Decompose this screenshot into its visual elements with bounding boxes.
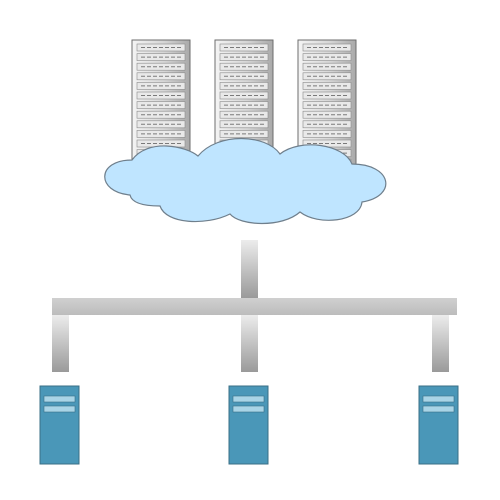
tower-computer-icon: [39, 385, 80, 465]
trunk-cable: [241, 240, 258, 298]
drop-cable-2: [241, 315, 258, 372]
tower-computer-icon: [418, 385, 459, 465]
tower-computer-icon: [228, 385, 269, 465]
drop-cable-3: [432, 315, 449, 372]
cloud-icon: [104, 138, 387, 225]
client-computers: [39, 385, 459, 465]
network-cables: [52, 240, 457, 372]
drop-cable-1: [52, 315, 69, 372]
backbone-cable: [52, 298, 457, 315]
